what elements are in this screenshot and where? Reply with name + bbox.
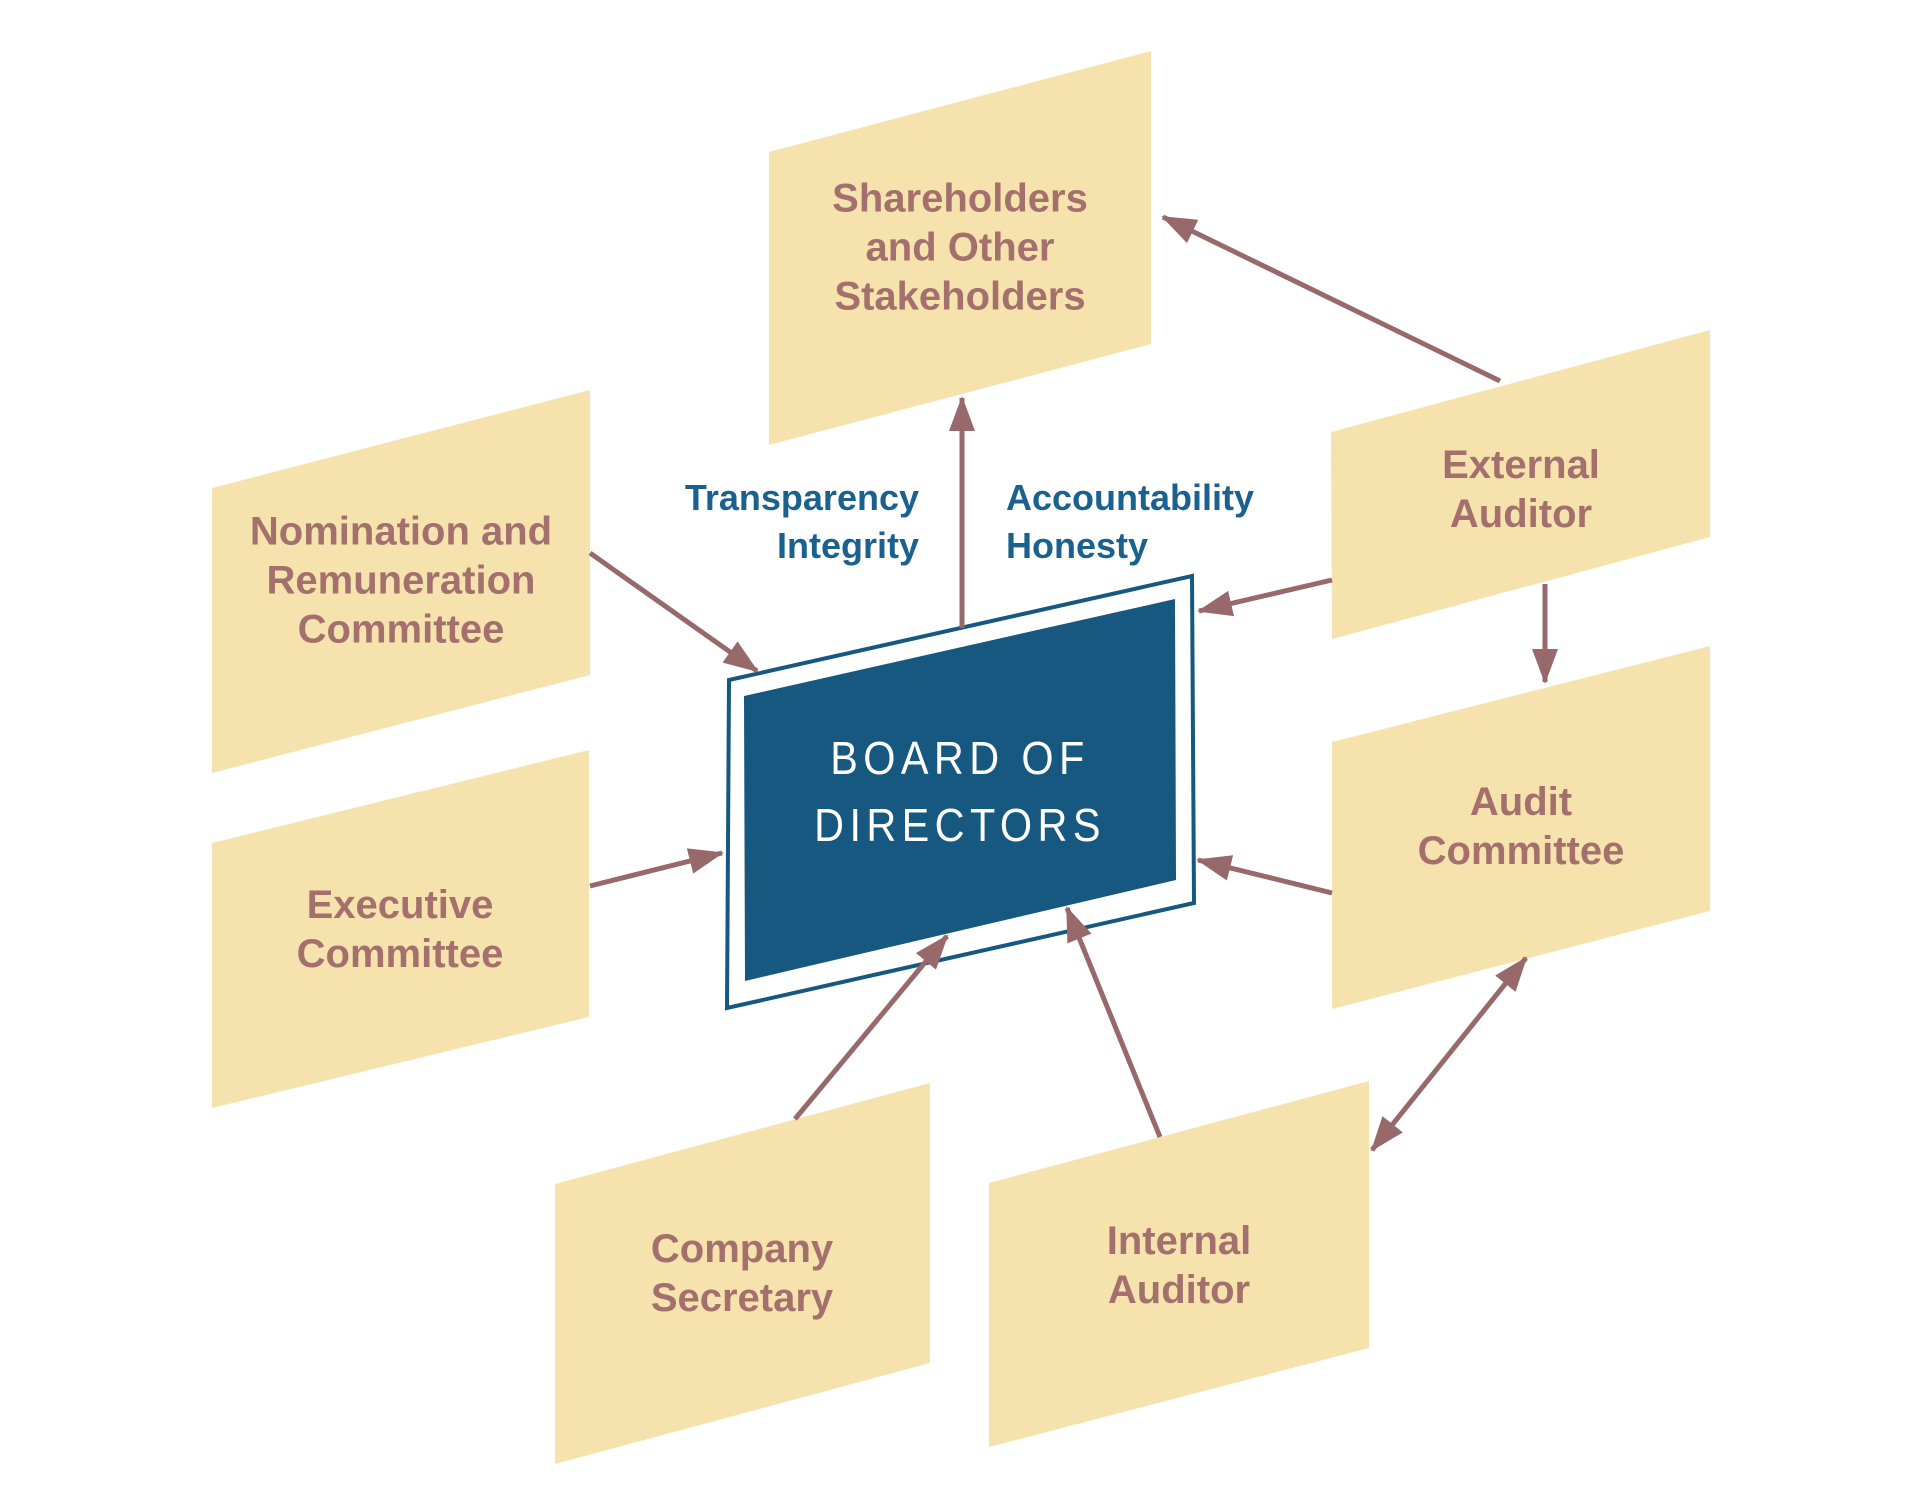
arrow-nomination-to-board [588, 550, 759, 674]
audit-committee-label: Audit Committee [1418, 778, 1625, 876]
nomination-committee-box-shape [212, 390, 590, 773]
internal-auditor-label: Internal Auditor [1107, 1217, 1251, 1315]
shareholders-box-shape [769, 51, 1151, 445]
external-auditor-label: External Auditor [1442, 441, 1600, 539]
company-secretary-label-line2: Secretary [650, 1276, 834, 1320]
company-secretary-label: Company Secretary [651, 1225, 833, 1323]
nomination-label-line1: Nomination and [249, 509, 553, 554]
arrow-internal-auditor-to-board [1064, 906, 1163, 1138]
external-auditor-label-line2: Auditor [1449, 492, 1593, 536]
arrow-internal-auditor-audit-two-way [1370, 956, 1528, 1152]
external-auditor-box-shape [1331, 330, 1710, 639]
executive-label-line1: Executive [306, 883, 494, 927]
audit-committee-box-shape [1332, 646, 1710, 1009]
nomination-label-line3: Committee [297, 607, 505, 652]
board-of-directors-box-shape [744, 599, 1176, 981]
arrow-external-auditor-to-board [1197, 577, 1333, 617]
shareholders-label-line1: Shareholders [832, 176, 1088, 221]
internal-auditor-label-line2: Auditor [1107, 1268, 1251, 1312]
arrow-external-auditor-to-shareholders [1161, 214, 1502, 384]
executive-label-line2: Committee [296, 932, 504, 976]
audit-label-line2: Committee [1417, 829, 1625, 873]
nomination-committee-label: Nomination and Remuneration Committee [250, 508, 552, 655]
arrow-executive-to-board [589, 848, 724, 889]
company-secretary-label-line1: Company [650, 1227, 834, 1271]
external-auditor-label-line1: External [1442, 443, 1600, 487]
honesty-label: Honesty [1006, 525, 1149, 566]
transparency-label: Transparency [684, 477, 919, 518]
shareholders-label-line3: Stakeholders [834, 274, 1086, 319]
board-of-directors-label: BOARD OF DIRECTORS [814, 725, 1106, 859]
internal-auditor-label-line1: Internal [1106, 1219, 1252, 1263]
shareholders-label-line2: and Other [865, 225, 1055, 270]
values-transparency-integrity: Transparency Integrity [685, 474, 919, 570]
board-label-line2: DIRECTORS [814, 799, 1106, 851]
internal-auditor-box-shape [989, 1081, 1369, 1447]
arrow-audit-to-board [1196, 855, 1333, 896]
shareholders-label: Shareholders and Other Stakeholders [832, 175, 1088, 322]
values-accountability-honesty: Accountability Honesty [1006, 474, 1254, 570]
executive-committee-label: Executive Committee [297, 881, 504, 979]
executive-committee-box-shape [212, 750, 589, 1108]
board-label-line1: BOARD OF [830, 732, 1090, 784]
accountability-label: Accountability [1006, 477, 1255, 518]
arrow-company-secretary-to-board [793, 934, 949, 1121]
nomination-label-line2: Remuneration [266, 558, 536, 603]
company-secretary-box-shape [555, 1083, 930, 1464]
integrity-label: Integrity [776, 525, 919, 566]
audit-label-line1: Audit [1469, 780, 1573, 824]
